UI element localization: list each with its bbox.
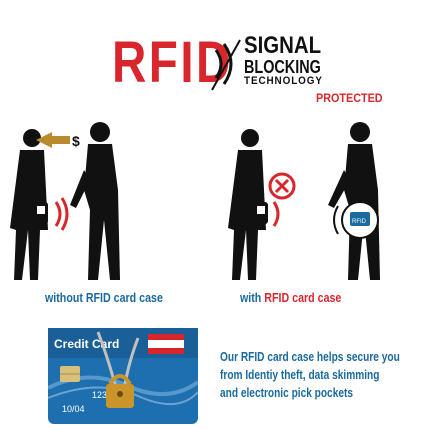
person-thief-left-icon xyxy=(70,122,120,280)
caption-with-card: card xyxy=(292,290,315,305)
caption-with-case: with RFID card case xyxy=(240,290,341,305)
svg-text:RFID: RFID xyxy=(352,219,367,225)
caption-with-word: with xyxy=(240,290,262,305)
rfid-title: RFID xyxy=(112,30,233,95)
svg-text:$: $ xyxy=(72,133,80,149)
card-expiry: 10/04 xyxy=(62,404,85,414)
signal-waves-icon xyxy=(211,39,241,91)
person-thief-right-icon xyxy=(328,122,380,280)
money-arrow-icon: $ xyxy=(36,132,80,149)
description-line-1: Our RFID card case helps secure you xyxy=(220,349,400,364)
description-line-2: from Identiy theft, data skimming xyxy=(220,367,380,382)
scene-with-case: RFID xyxy=(228,122,380,280)
padlock-icon xyxy=(106,374,134,408)
blocked-x-icon xyxy=(268,172,296,200)
rfid-shield-icon: RFID xyxy=(333,201,379,239)
scene-without-case: $ xyxy=(10,122,120,280)
caption-with-rfid: RFID xyxy=(264,290,290,305)
card-number: 1234 xyxy=(92,390,112,400)
caption-with-case: case xyxy=(317,290,342,305)
signal-text: SIGNAL xyxy=(244,32,322,59)
card-label: Credit Card xyxy=(54,337,119,351)
person-victim-right-icon xyxy=(228,129,266,280)
rfid-wave-right-icon xyxy=(254,201,280,227)
person-victim-left-icon xyxy=(10,129,48,280)
description-line-3: and electronic pick pockets xyxy=(220,385,354,400)
blocking-text: BLOCKING xyxy=(244,57,321,77)
technology-text: TECHNOLOGY xyxy=(244,75,323,87)
description-text: Our RFID card case helps secure you from… xyxy=(220,348,400,402)
caption-without-case: without RFID card case xyxy=(45,290,163,305)
protected-text: PROTECTED xyxy=(316,91,383,105)
credit-card-image: Credit Card 10/04 1234 xyxy=(48,328,198,424)
rfid-wave-left-icon xyxy=(34,197,69,231)
